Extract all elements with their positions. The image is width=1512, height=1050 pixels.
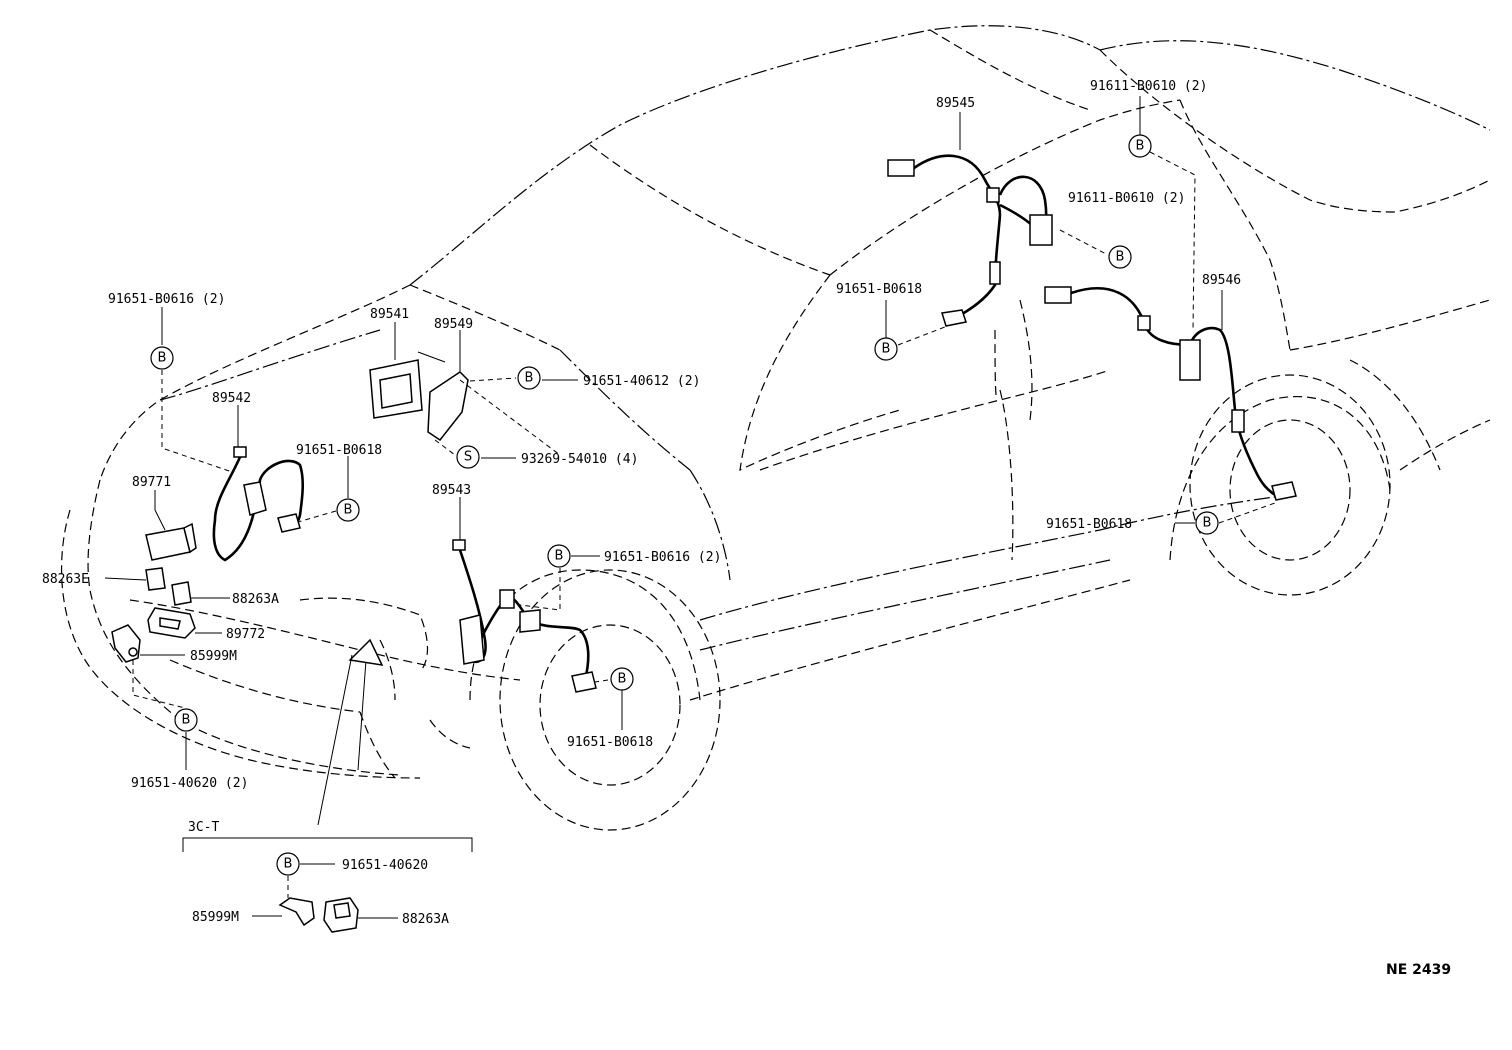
- svg-text:B: B: [284, 857, 293, 872]
- part-88263a-relay: [171, 581, 192, 606]
- part-89541-ecu: [369, 359, 423, 419]
- callout-89545: 89545: [936, 96, 975, 111]
- callout-91611-b0610-top: 91611-B0610 (2): [1090, 79, 1207, 94]
- callout-91651-b0618-mid: 91651-B0618: [296, 443, 382, 458]
- callout-91651-40612: 91651-40612 (2): [583, 374, 700, 389]
- part-85999m-bracket: [111, 624, 141, 663]
- part-89549-bracket: [427, 371, 469, 442]
- callout-88263a-inset: 88263A: [402, 912, 449, 927]
- svg-text:B: B: [618, 672, 627, 687]
- callout-93269-54010: 93269-54010 (4): [521, 452, 638, 467]
- callout-89771: 89771: [132, 475, 171, 490]
- fastener-symbols: B B B B B B S B B B B B: [150, 134, 1219, 876]
- callout-labels: 89545 91611-B0610 (2) 91611-B0610 (2) 91…: [42, 79, 1451, 978]
- svg-text:B: B: [344, 503, 353, 518]
- b-symbol: B: [150, 346, 174, 370]
- b-symbol: B: [547, 544, 571, 568]
- callout-91651-b0618-top: 91651-B0618: [836, 282, 922, 297]
- drawing-number: NE 2439: [1386, 962, 1451, 978]
- svg-text:B: B: [555, 549, 564, 564]
- svg-text:S: S: [464, 450, 472, 465]
- callout-91651-40620-2: 91651-40620 (2): [131, 776, 248, 791]
- s-symbol: S: [456, 445, 480, 469]
- callout-89772: 89772: [226, 627, 265, 642]
- b-symbol: B: [1128, 134, 1152, 158]
- svg-text:B: B: [882, 342, 891, 357]
- callout-91651-b0616-center: 91651-B0616 (2): [604, 550, 721, 565]
- inset-parts: [278, 897, 359, 933]
- part-89545-harness: [887, 154, 1053, 327]
- part-89771-relay: [145, 522, 197, 561]
- inset-label: 3C-T: [188, 820, 219, 835]
- svg-text:B: B: [525, 371, 534, 386]
- callout-91651-b0616-left: 91651-B0616 (2): [108, 292, 225, 307]
- callout-85999m: 85999M: [190, 649, 237, 664]
- svg-text:B: B: [158, 351, 167, 366]
- callout-89541: 89541: [370, 307, 409, 322]
- b-symbol: B: [610, 667, 634, 691]
- callout-89546: 89546: [1202, 273, 1241, 288]
- svg-text:B: B: [1116, 250, 1125, 265]
- b-symbol: B: [336, 498, 360, 522]
- callout-89542: 89542: [212, 391, 251, 406]
- svg-text:B: B: [1136, 139, 1145, 154]
- callout-91611-b0610-mid: 91611-B0610 (2): [1068, 191, 1185, 206]
- callout-91651-b0618-bottom: 91651-B0618: [567, 735, 653, 750]
- b-symbol: B: [517, 366, 541, 390]
- callout-85999m-inset: 85999M: [192, 910, 239, 925]
- callout-89549: 89549: [434, 317, 473, 332]
- part-89543-harness: [452, 539, 597, 693]
- callout-88263e: 88263E: [42, 572, 89, 587]
- part-89772-sensor: [147, 607, 196, 639]
- b-symbol: B: [1108, 245, 1132, 269]
- part-89546-harness: [1044, 286, 1297, 501]
- callout-88263a: 88263A: [232, 592, 279, 607]
- svg-text:B: B: [1203, 516, 1212, 531]
- part-88263e-relay: [145, 567, 166, 591]
- callout-91651-40620-inset: 91651-40620: [342, 858, 428, 873]
- svg-text:B: B: [182, 713, 191, 728]
- b-symbol: B: [174, 708, 198, 732]
- leader-lines: [104, 96, 1276, 919]
- b-symbol: B: [276, 852, 300, 876]
- b-symbol: B: [1195, 511, 1219, 535]
- callout-89543: 89543: [432, 483, 471, 498]
- callout-91651-b0618-right: 91651-B0618: [1046, 517, 1132, 532]
- vehicle-outline: [60, 25, 1491, 831]
- parts: [111, 154, 1297, 933]
- b-symbol: B: [874, 337, 898, 361]
- part-89542-harness: [212, 446, 305, 562]
